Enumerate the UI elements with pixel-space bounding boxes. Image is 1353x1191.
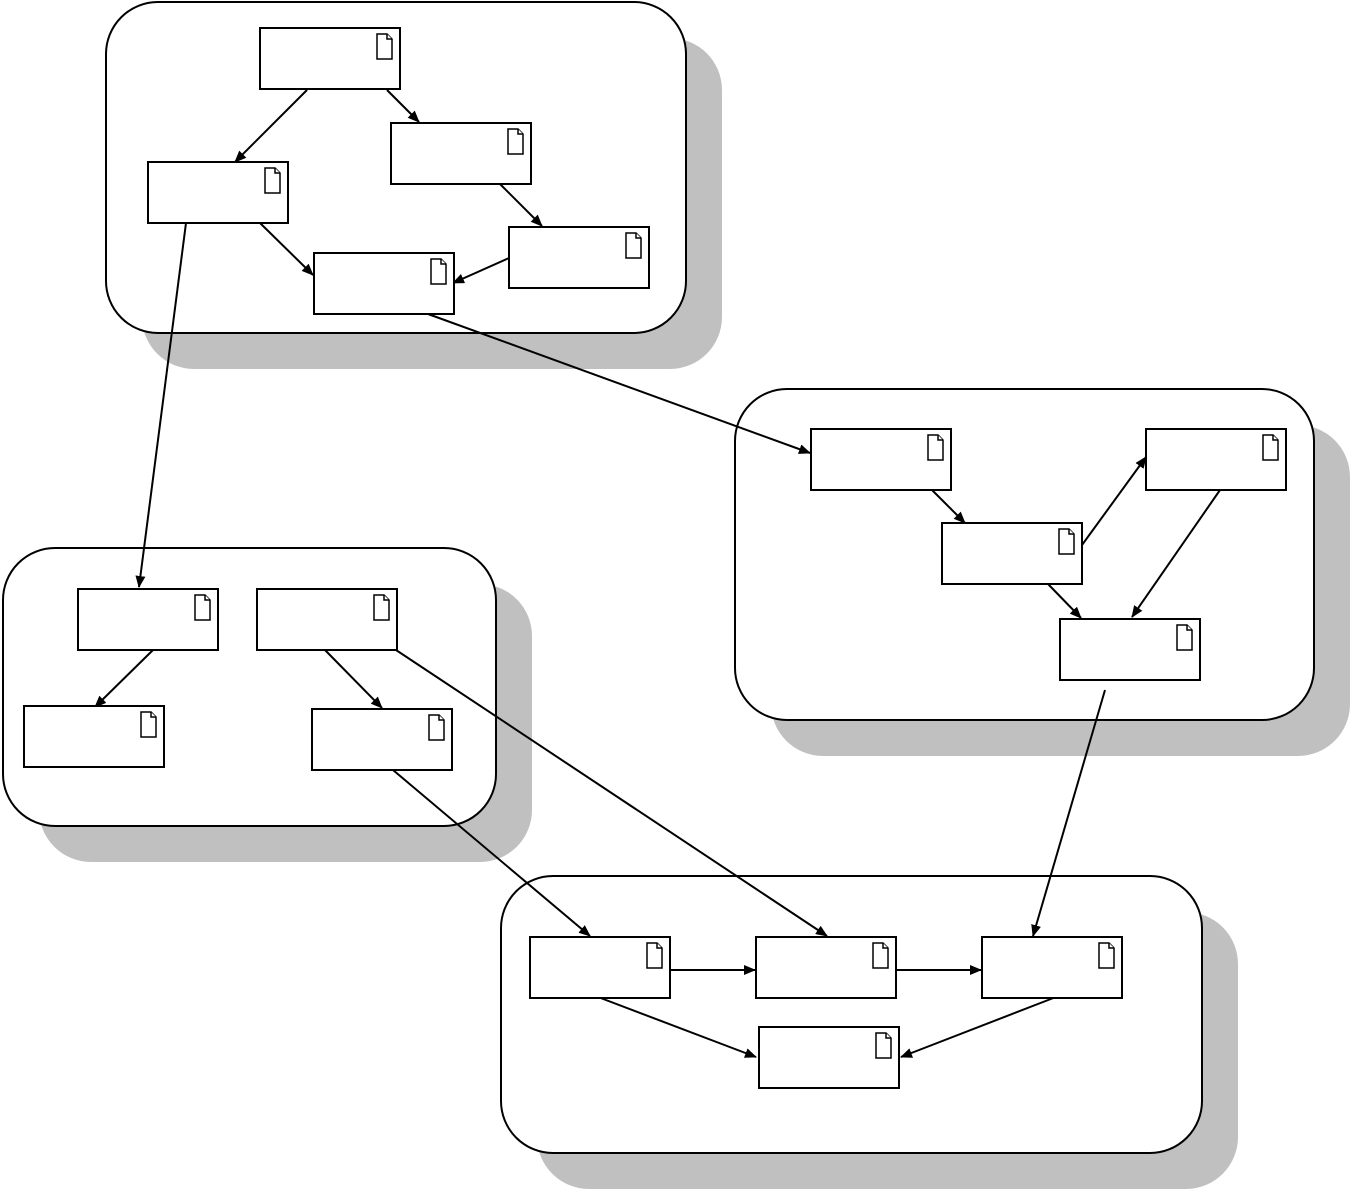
document-icon [875,1032,892,1059]
diagram-node-r-d[interactable] [1059,618,1201,681]
group-container-left[interactable] [2,547,497,827]
diagram-node-l-b[interactable] [256,588,398,651]
diagram-node-r-a[interactable] [810,428,952,491]
edge-tl-b-to-tl-d [259,222,314,276]
edge-tl-b-to-l-a [135,222,187,588]
edge-l-b-to-b-b [395,649,828,937]
diagram-node-b-a[interactable] [529,936,671,999]
edge-tl-a-to-tl-c [386,89,420,123]
diagram-node-tl-d[interactable] [313,252,455,315]
document-icon [646,942,663,969]
edge-r-a-to-r-b [931,489,966,524]
document-icon [1176,624,1193,651]
edge-r-d-to-b-c [1031,689,1106,937]
document-icon [428,714,445,741]
diagram-node-b-c[interactable] [981,936,1123,999]
edge-tl-e-to-tl-d [452,257,510,284]
edge-r-c-to-r-d [1131,489,1221,618]
edge-tl-c-to-tl-e [499,183,543,227]
diagram-node-l-a[interactable] [77,588,219,651]
edge-tl-d-to-r-a [427,313,811,454]
diagram-node-l-d[interactable] [311,708,453,771]
edge-r-b-to-r-d [1047,583,1082,619]
document-icon [872,942,889,969]
edge-b-a-to-b-d [597,996,757,1058]
diagram-node-r-c[interactable] [1145,428,1287,491]
diagram-node-tl-c[interactable] [390,122,532,185]
document-icon [1262,434,1279,461]
diagram-node-b-d[interactable] [758,1026,900,1089]
group-container-bottom[interactable] [500,875,1203,1154]
diagram-node-tl-a[interactable] [259,27,401,90]
diagram-node-l-c[interactable] [23,705,165,768]
diagram-node-tl-b[interactable] [147,161,289,224]
edge-r-b-to-r-c [1081,456,1147,546]
document-icon [194,594,211,621]
diagram-node-b-b[interactable] [755,936,897,999]
document-icon [430,258,447,285]
document-icon [376,33,393,60]
edge-l-a-to-l-c [94,649,154,708]
document-icon [1098,942,1115,969]
document-icon [1058,528,1075,555]
document-icon [373,594,390,621]
document-icon [927,434,944,461]
diagram-node-tl-e[interactable] [508,226,650,289]
edge-l-d-to-b-a [392,769,591,937]
document-icon [140,711,157,738]
diagram-node-r-b[interactable] [941,522,1083,585]
document-icon [507,128,524,155]
edge-b-c-to-b-d [900,996,1057,1058]
edge-l-b-to-l-d [324,649,383,709]
document-icon [625,232,642,259]
edge-tl-a-to-tl-b [234,89,308,163]
document-icon [264,167,281,194]
